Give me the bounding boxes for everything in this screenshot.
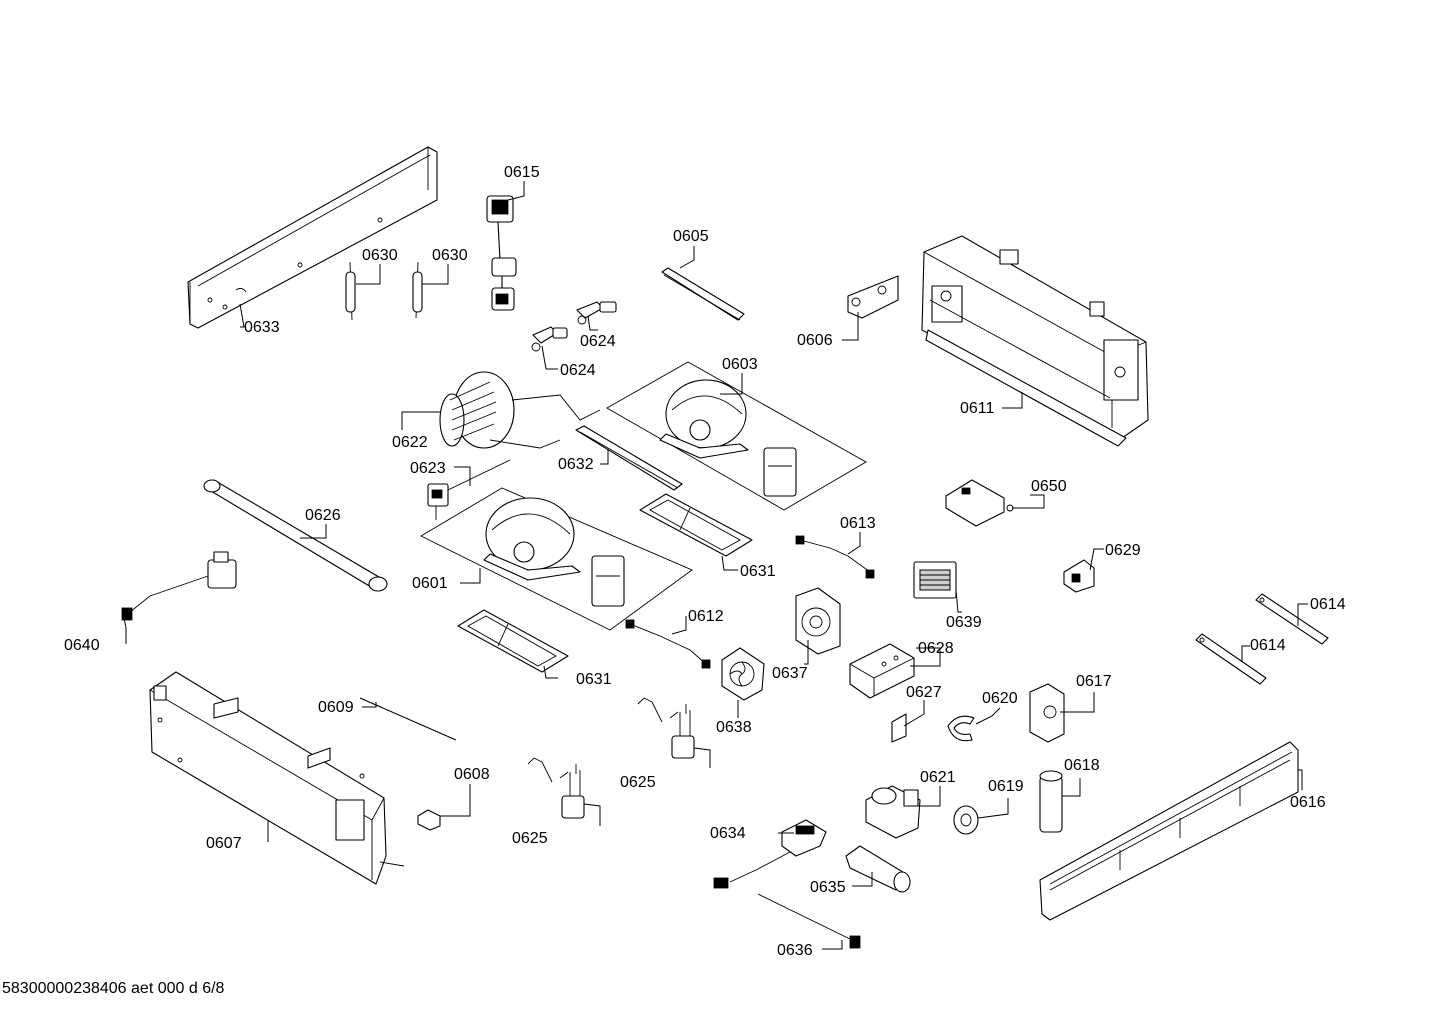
label-0627: 0627 <box>906 684 942 701</box>
label-0609: 0609 <box>318 699 354 716</box>
label-0613: 0613 <box>840 515 876 532</box>
label-0624-b: 0624 <box>560 362 596 379</box>
part-0621-valve-assembly-drawing <box>865 785 921 839</box>
label-0619: 0619 <box>988 778 1024 795</box>
label-0631-b: 0631 <box>576 671 612 688</box>
part-0615-pipe-drawing <box>486 195 517 311</box>
part-0617-holder-drawing <box>1029 683 1065 743</box>
label-0612: 0612 <box>688 608 724 625</box>
part-0601-compressor-drawing <box>420 487 693 631</box>
part-0606-bracket-drawing <box>847 275 899 319</box>
label-0614-b: 0614 <box>1250 637 1286 654</box>
label-0633: 0633 <box>244 319 280 336</box>
part-0636-sensor-cable-drawing <box>757 893 861 949</box>
label-0615: 0615 <box>504 164 540 181</box>
label-0628: 0628 <box>918 640 954 657</box>
label-0625-a: 0625 <box>620 774 656 791</box>
label-0617: 0617 <box>1076 673 1112 690</box>
part-0624-fitting-a-drawing <box>576 301 617 325</box>
label-0650: 0650 <box>1031 478 1067 495</box>
part-0635-capacitor-drawing <box>845 845 911 893</box>
label-0626: 0626 <box>305 507 341 524</box>
label-0616: 0616 <box>1290 794 1326 811</box>
part-0630-filter-a-drawing <box>345 261 356 321</box>
label-0622: 0622 <box>392 434 428 451</box>
label-0625-b: 0625 <box>512 830 548 847</box>
part-0605-bar-drawing <box>661 267 745 321</box>
label-0603: 0603 <box>722 356 758 373</box>
part-0623-sensor-drawing <box>427 459 511 520</box>
label-0630-a: 0630 <box>362 247 398 264</box>
part-0639-fan-module-drawing <box>913 561 957 599</box>
part-0631-tray-b-drawing <box>457 609 569 673</box>
part-0614-bar-b-drawing <box>1195 633 1267 685</box>
label-0639: 0639 <box>946 614 982 631</box>
label-0614-a: 0614 <box>1310 596 1346 613</box>
label-0606: 0606 <box>797 332 833 349</box>
part-0603-compressor-drawing <box>606 361 867 511</box>
part-0640-valve-drawing <box>121 551 237 621</box>
part-0609-rod-drawing <box>359 697 457 741</box>
label-0630-b: 0630 <box>432 247 468 264</box>
label-0621: 0621 <box>920 769 956 786</box>
label-0632: 0632 <box>558 456 594 473</box>
part-0612-cable-drawing <box>625 619 711 669</box>
leader-lines <box>123 181 1308 950</box>
label-0624-a: 0624 <box>580 333 616 350</box>
label-0623: 0623 <box>410 460 446 477</box>
label-0607: 0607 <box>206 835 242 852</box>
label-0608: 0608 <box>454 766 490 783</box>
part-0618-tube-drawing <box>1039 770 1063 833</box>
part-0631-tray-a-drawing <box>639 493 753 557</box>
part-0622-condenser-drawing <box>439 371 601 449</box>
position-labels: 0615 0633 0630 0630 0605 0624 0624 0603 … <box>64 164 1346 959</box>
part-0626-tube-drawing <box>203 479 388 592</box>
label-0637: 0637 <box>772 665 808 682</box>
label-0605: 0605 <box>673 228 709 245</box>
label-0629: 0629 <box>1105 542 1141 559</box>
label-0611: 0611 <box>960 400 995 417</box>
label-0638: 0638 <box>716 719 752 736</box>
part-0627-bracket-drawing <box>891 713 907 743</box>
part-0630-filter-b-drawing <box>412 261 423 319</box>
part-0613-cable-drawing <box>795 535 875 579</box>
label-0634: 0634 <box>710 825 746 842</box>
part-0650-board-drawing <box>945 479 1014 527</box>
part-0632-strip-drawing <box>575 425 683 491</box>
part-0624-fitting-b-drawing <box>531 326 568 352</box>
part-0616-rail-drawing <box>1039 741 1299 921</box>
part-0634-connector-drawing <box>713 819 827 889</box>
label-0640: 0640 <box>64 637 100 654</box>
part-0614-bar-a-drawing <box>1255 593 1329 645</box>
part-0633-rail-drawing <box>187 146 438 329</box>
part-0620-clamp-drawing <box>947 715 975 742</box>
label-0636: 0636 <box>777 942 813 959</box>
label-0635: 0635 <box>810 879 846 896</box>
part-0625-valve-b-drawing <box>527 757 585 819</box>
part-0628-box-drawing <box>849 643 915 699</box>
part-0619-knob-drawing <box>953 805 979 835</box>
part-0611-housing-drawing <box>921 235 1149 447</box>
label-0620: 0620 <box>982 690 1018 707</box>
part-0607-cover-drawing <box>149 671 405 885</box>
part-0608-cap-drawing <box>417 809 441 831</box>
part-0637-fan-housing-drawing <box>795 587 841 655</box>
label-0631-a: 0631 <box>740 563 776 580</box>
label-0618: 0618 <box>1064 757 1100 774</box>
part-0638-fan-drawing <box>721 647 765 701</box>
drawing-number: 58300000238406 aet 000 d 6/8 <box>2 980 225 997</box>
part-0625-valve-a-drawing <box>637 697 695 759</box>
part-0629-clip-drawing <box>1063 559 1095 593</box>
label-0601: 0601 <box>412 575 448 592</box>
